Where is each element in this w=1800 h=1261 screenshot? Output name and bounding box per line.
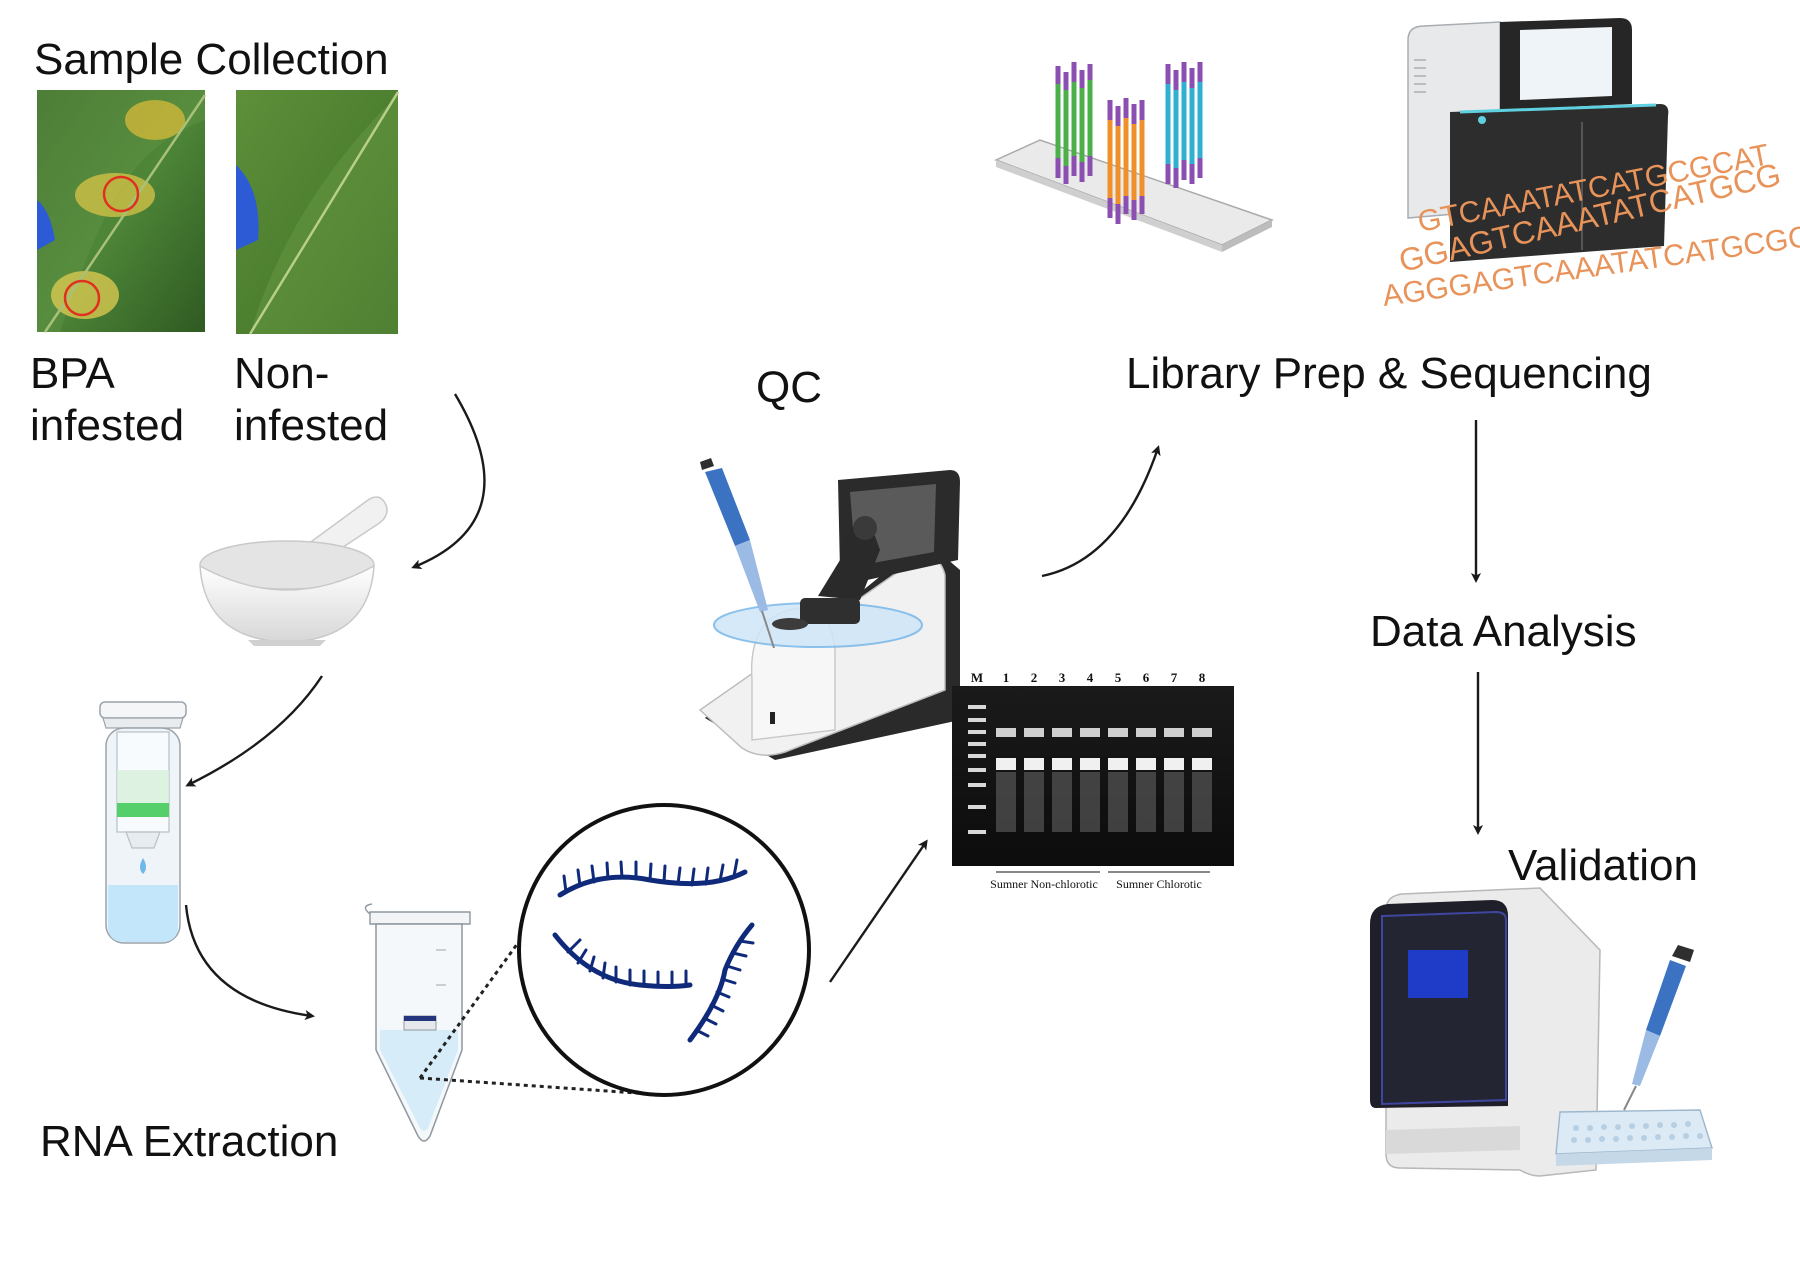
dna-sequence-text: GTCAAATATCATGCGCAT GGAGTCAAATATCATGCG AG… <box>1380 138 1800 313</box>
gel-sample-bands <box>996 728 1212 832</box>
pipette-qc-icon <box>700 458 775 649</box>
gel-electrophoresis-image: M 1 2 3 4 5 6 7 8 Sumner Non-chlorotic S… <box>952 670 1234 891</box>
gel-lane-label: M <box>971 670 983 685</box>
gel-lane-label: 1 <box>1003 670 1010 685</box>
non-infested-label: Non- infested <box>234 349 389 450</box>
validation-label: Validation <box>1508 841 1698 890</box>
arrow-mortar-to-column <box>185 675 324 787</box>
gel-lane-label: 3 <box>1059 670 1066 685</box>
flow-cell-icon <box>994 62 1274 252</box>
gel-lane-label: 2 <box>1031 670 1038 685</box>
gel-lane-label: 7 <box>1171 670 1178 685</box>
arrow-leaf-to-mortar <box>411 393 486 570</box>
spectrophotometer-icon <box>698 470 960 760</box>
sequencer-icon <box>1407 18 1669 262</box>
bpa-infested-label: BPA infested <box>30 349 185 450</box>
workflow-arrows <box>184 393 1484 1021</box>
microcentrifuge-tube-icon <box>364 903 471 1142</box>
gel-lane-label: 5 <box>1115 670 1122 685</box>
gel-group-right-label: Sumner Chlorotic <box>1116 877 1202 891</box>
rna-zoom-circle <box>418 803 811 1097</box>
arrow-rna-to-gel <box>829 839 928 983</box>
gel-lane-label: 4 <box>1087 670 1094 685</box>
arrow-column-to-tube <box>184 904 315 1021</box>
library-prep-label: Library Prep & Sequencing <box>1126 349 1652 398</box>
gel-lane-label: 6 <box>1143 670 1150 685</box>
qc-label: QC <box>756 363 822 412</box>
bpa-infested-leaf-photo <box>37 90 207 333</box>
non-infested-leaf-photo <box>236 90 400 335</box>
well-plate-icon <box>1555 1109 1713 1166</box>
data-analysis-label: Data Analysis <box>1370 607 1637 656</box>
gel-group-left-label: Sumner Non-chlorotic <box>990 877 1098 891</box>
rna-extraction-label: RNA Extraction <box>40 1117 339 1166</box>
gel-marker-lane <box>968 705 986 834</box>
qpcr-instrument-icon <box>1370 887 1601 1177</box>
spin-column-icon <box>99 701 187 944</box>
arrow-qc-to-library <box>1041 445 1161 578</box>
mortar-pestle-icon <box>199 496 388 646</box>
sample-collection-label: Sample Collection <box>34 35 389 84</box>
pipette-validation-icon <box>1623 945 1694 1111</box>
gel-lane-label: 8 <box>1199 670 1206 685</box>
